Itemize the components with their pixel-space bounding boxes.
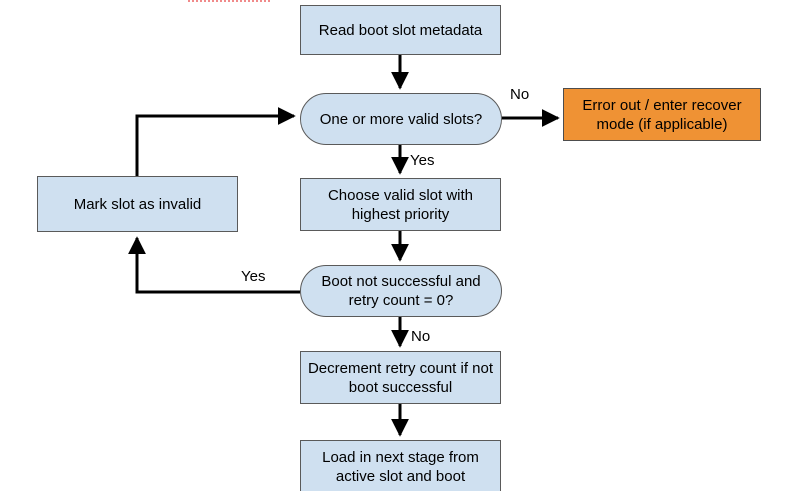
node-decrement-retry-count[interactable]: Decrement retry count if not boot succes… [300,351,501,404]
edge-boot-check-yes-to-mark-invalid [128,236,300,294]
node-label: Decrement retry count if not boot succes… [307,359,494,396]
edge-mark-invalid-to-valid-slots [135,107,296,176]
edge-label-yes-to-mark-invalid: Yes [241,268,266,285]
node-error-out-enter-recover-mode[interactable]: Error out / enter recover mode (if appli… [563,88,761,141]
edge-label-yes-to-choose-slot: Yes [410,152,435,169]
node-label: Read boot slot metadata [318,21,483,39]
node-boot-not-successful-retry-zero[interactable]: Boot not successful and retry count = 0? [300,265,502,317]
node-label: Mark slot as invalid [73,195,202,213]
node-label: Boot not successful and retry count = 0? [321,273,481,309]
edge-label-no-to-decrement: No [411,328,431,345]
node-label: One or more valid slots? [319,110,483,128]
edge-label-no-to-error: No [510,86,530,103]
node-mark-slot-as-invalid[interactable]: Mark slot as invalid [37,176,238,232]
node-choose-valid-slot-highest-priority[interactable]: Choose valid slot with highest priority [300,178,501,231]
node-read-boot-slot-metadata[interactable]: Read boot slot metadata [300,5,501,55]
node-label: Choose valid slot with highest priority [327,186,474,223]
node-label: Load in next stage from active slot and … [322,448,479,485]
node-label: Error out / enter recover mode (if appli… [582,96,742,133]
node-one-or-more-valid-slots[interactable]: One or more valid slots? [300,93,502,145]
red-dotted-marker [188,0,270,2]
node-load-next-stage-active-slot[interactable]: Load in next stage from active slot and … [300,440,501,491]
